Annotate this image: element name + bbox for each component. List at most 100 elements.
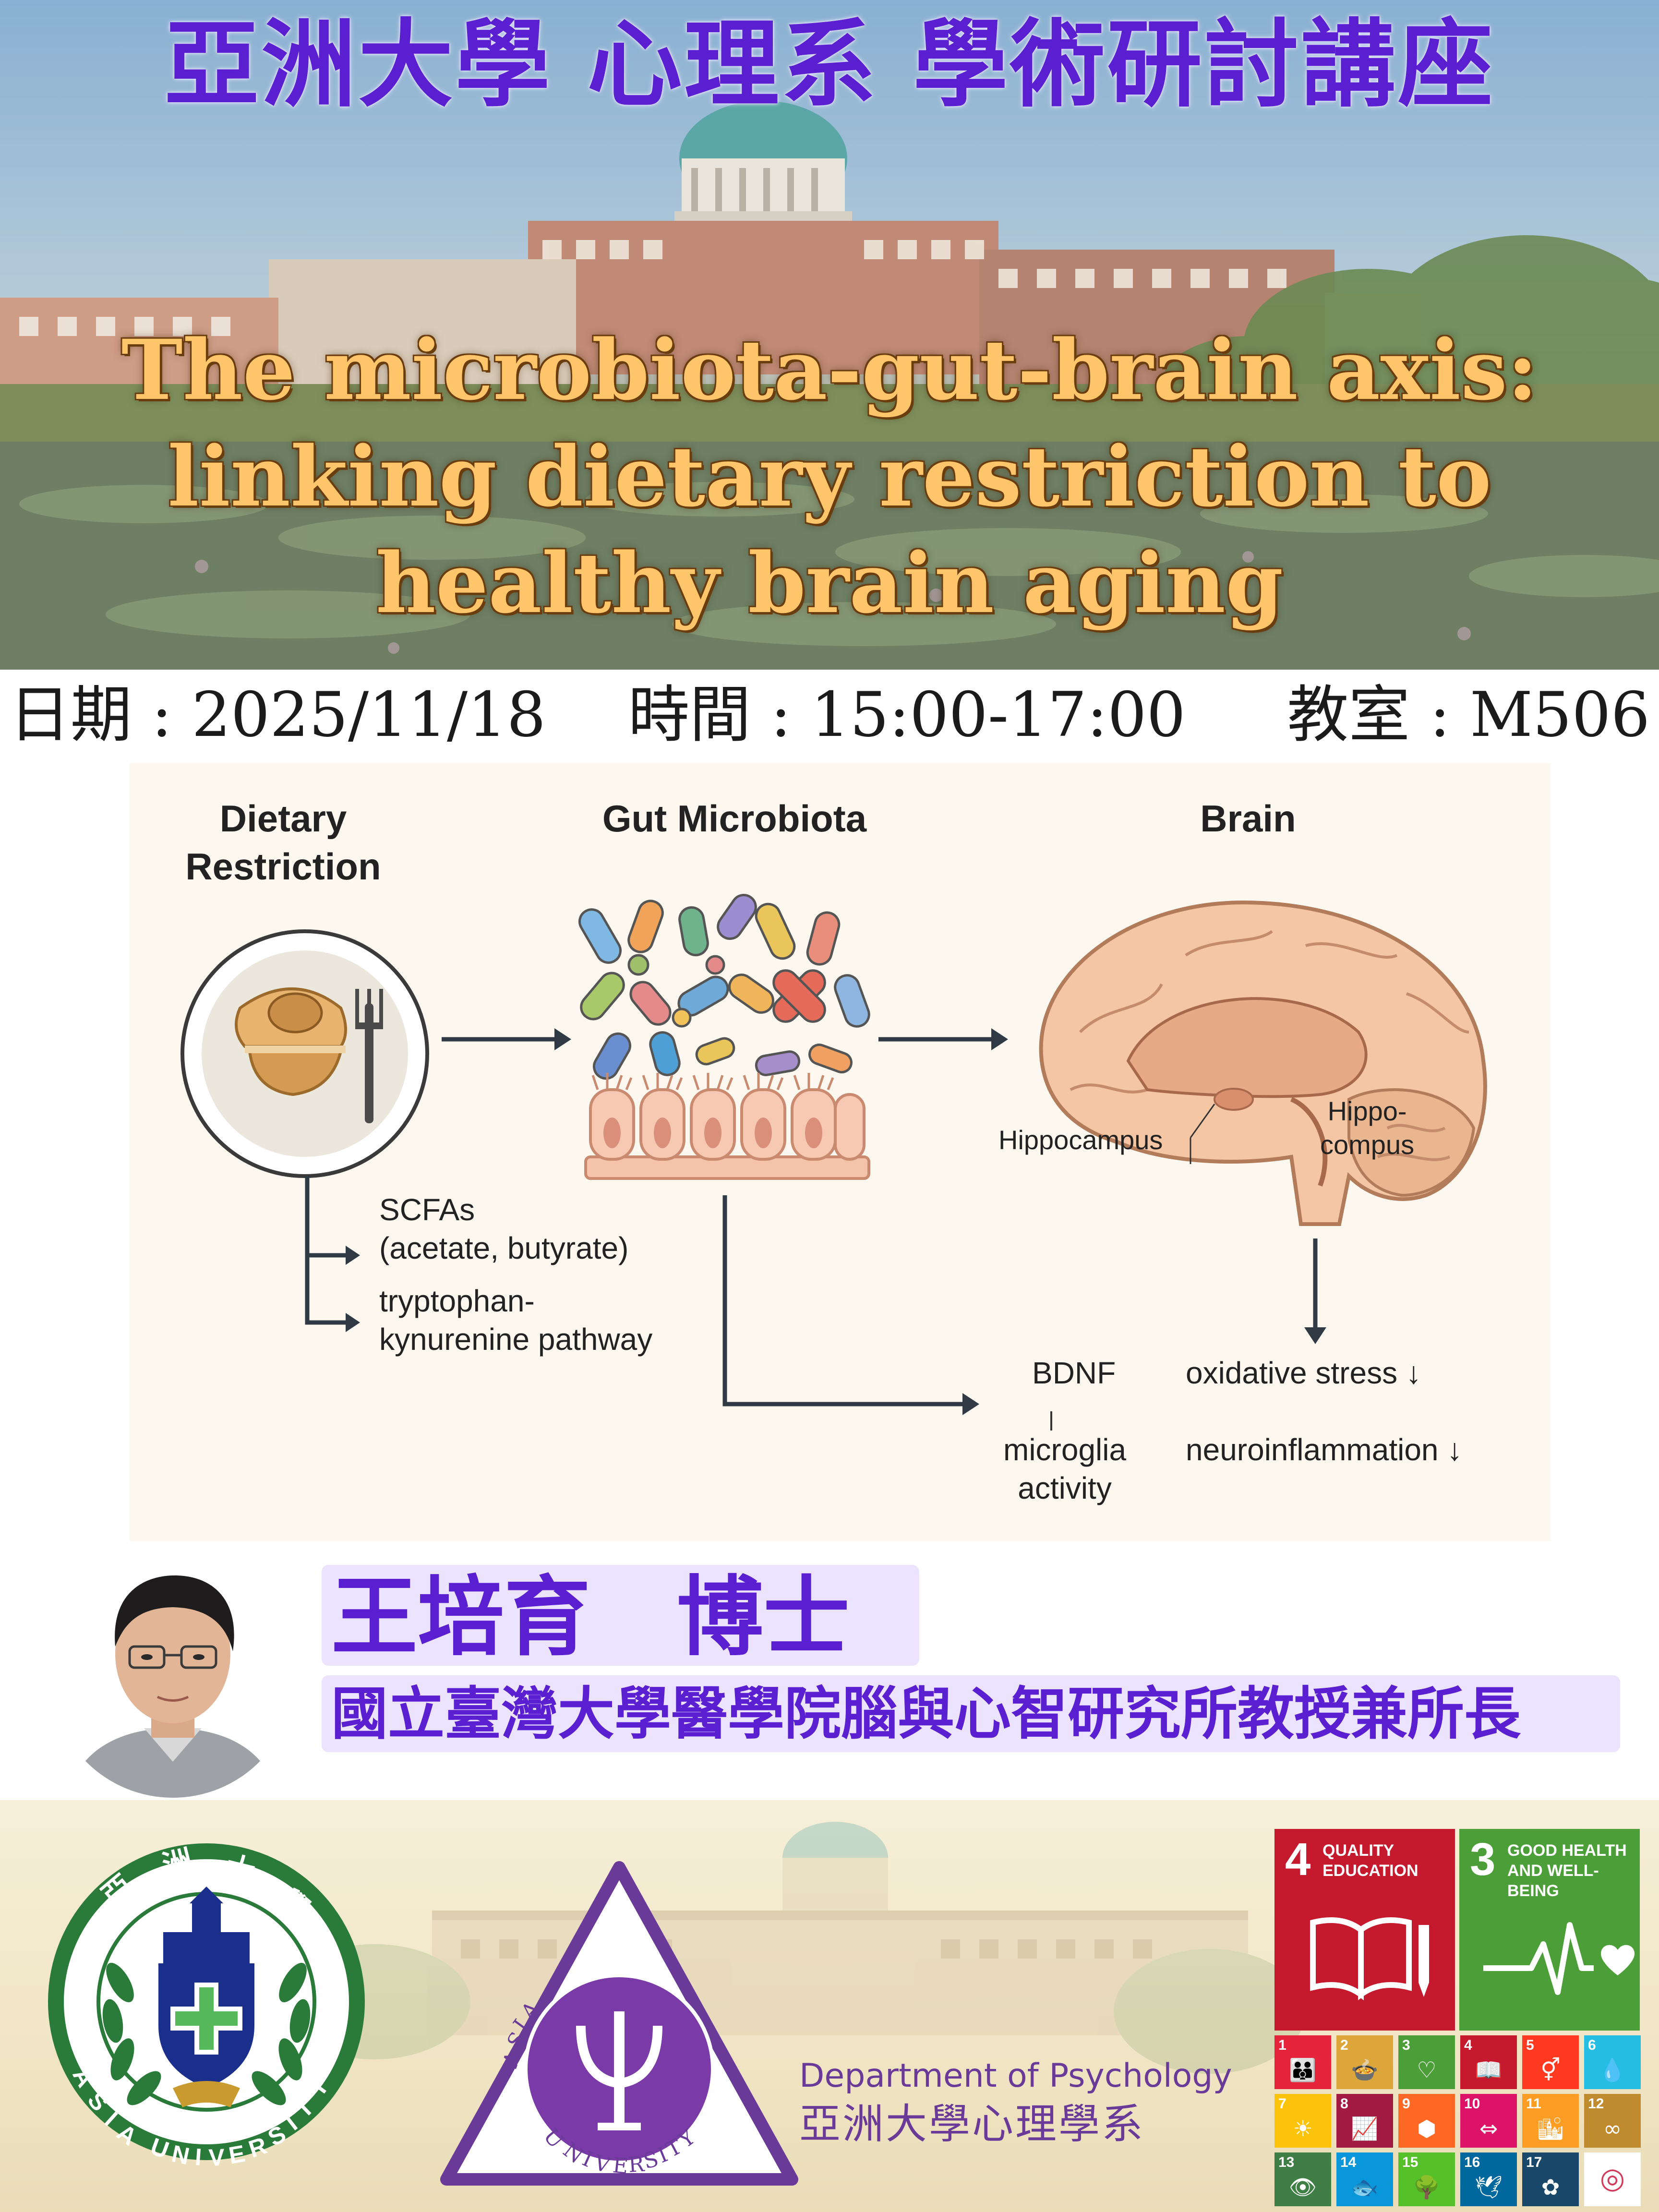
sdg-tile-icon: 💧 <box>1599 2057 1626 2083</box>
psych-logo-ring-letters: A S I A U N I V E R S I T Y <box>498 1996 700 2179</box>
sdg-tile-number: 3 <box>1402 2037 1410 2053</box>
sdg-tile-number: 12 <box>1588 2096 1604 2112</box>
talk-title: The microbiota-gut-brain axis: linking d… <box>48 317 1611 637</box>
sdg-tile-number: 16 <box>1464 2154 1480 2170</box>
sdg-tile-number: 4 <box>1464 2037 1472 2053</box>
sdg-tile-icon: 📈 <box>1351 2116 1379 2141</box>
poster-footer: 亞 洲 大 學 A S I A U N I V E R S I T Y <box>0 1800 1659 2212</box>
sdg-tile-number: 15 <box>1402 2154 1419 2170</box>
sdg-tile-7: 7☀ <box>1274 2094 1331 2148</box>
event-info: 日期 : 2025/11/18 時間 : 15:00-17:00 教室 : M5… <box>0 677 1659 754</box>
asia-university-seal <box>48 1843 365 2160</box>
sdg-tile-icon: ☀ <box>1293 2116 1313 2141</box>
room-label: 教室 : <box>1287 679 1451 751</box>
sdg-tile-3: 3♡ <box>1398 2035 1455 2089</box>
sdg-tile-icon: ♡ <box>1417 2057 1437 2083</box>
sdg-tile-number: 7 <box>1278 2096 1286 2112</box>
date-value: 2025/11/18 <box>192 679 546 751</box>
department-name-en: Department of Psychology <box>799 2057 1232 2095</box>
sdg-tile-icon: ∞ <box>1603 2116 1622 2141</box>
sdg-tile-2: 2🍲 <box>1336 2035 1393 2089</box>
sdg-tile-icon: 👁 <box>1288 2174 1317 2200</box>
campus-sketch-bg <box>278 1822 1306 2074</box>
room-value: M506 <box>1469 679 1650 751</box>
label-scfas: SCFAs (acetate, butyrate) <box>379 1192 629 1265</box>
label-hippocampus-left: Hippocampus <box>998 1125 1163 1155</box>
sdg-tile-4: 4📖 <box>1460 2035 1517 2089</box>
sdg-tile-8: 8📈 <box>1336 2094 1393 2148</box>
plate-icon <box>180 929 429 1178</box>
speaker-affiliation-highlight <box>322 1675 1620 1752</box>
sdg-panel: 4 QUALITY EDUCATION 3 GOOD HEALTH AND WE… <box>1274 1829 1642 2208</box>
sdg-tile-icon: ◎ <box>1599 2162 1625 2195</box>
sdg-tile-icon: 📖 <box>1475 2057 1503 2083</box>
department-name-zh: 亞洲大學心理學系 <box>799 2100 1145 2148</box>
sdg-goal-4-label: QUALITY EDUCATION <box>1322 1841 1419 1880</box>
sdg-tile-icon: 🏙 <box>1536 2116 1565 2141</box>
sdg-tile-number: 9 <box>1402 2096 1410 2112</box>
date-label: 日期 : <box>9 679 172 751</box>
label-oxidative-stress: oxidative stress ↓ <box>1186 1356 1421 1390</box>
sdg-tile-icon: 🕊 <box>1474 2174 1503 2200</box>
sdg-goal-3-number: 3 <box>1470 1834 1496 1885</box>
sdg-tile-icon: ⚥ <box>1540 2057 1561 2083</box>
label-gut-microbiota: Gut Microbiota <box>602 797 867 840</box>
label-microglia: microglia activity <box>1003 1432 1127 1505</box>
sdg-tile-10: 10⇔ <box>1460 2094 1517 2148</box>
label-hippocampus-right: Hippo- compus <box>1320 1096 1415 1160</box>
sdg-tile-17: 17 ✿ <box>1522 2152 1579 2206</box>
sdg-goal-3-label: GOOD HEALTH AND WELL-BEING <box>1507 1841 1627 1900</box>
arrow-heads <box>346 1028 1326 1415</box>
talk-title-line-1: The microbiota-gut-brain axis: <box>121 321 1538 419</box>
sdg-tile-14: 14🐟 <box>1336 2152 1393 2206</box>
sdg-tile-icon: ✿ <box>1541 2174 1560 2200</box>
psychology-department-logo <box>440 1861 798 2186</box>
book-pencil-icon <box>1310 1917 1429 2000</box>
speaker-photo <box>50 1553 295 1798</box>
speaker-section: 王培育 博士 國立臺灣大學醫學院腦與心智研究所教授兼所長 <box>0 1541 1659 1800</box>
label-tryptophan: tryptophan- kynurenine pathway <box>379 1284 653 1357</box>
sdg-tile-number: 17 <box>1526 2154 1542 2170</box>
sdg-tile-number: 1 <box>1278 2037 1286 2053</box>
sdg-tile-number: 13 <box>1278 2154 1295 2170</box>
footer-graphics: 亞 洲 大 學 A S I A U N I V E R S I T Y <box>48 1822 1306 2186</box>
brain-icon <box>1039 900 1487 1226</box>
sdg-tile-icon: 👪 <box>1289 2057 1317 2083</box>
sdg-wheel-tile: ◎ <box>1584 2152 1641 2206</box>
svg-text:E: E <box>612 2153 629 2179</box>
talk-title-line-3: healthy brain aging <box>375 534 1284 632</box>
sdg-tile-number: 5 <box>1526 2037 1534 2053</box>
svg-text:V: V <box>208 2144 225 2171</box>
speaker-name: 王培育 博士 <box>331 1567 850 1668</box>
sdg-tile-number: 14 <box>1340 2154 1357 2170</box>
poster-header: 亞洲大學 心理系 學術研討講座 The microbiota-gut-brain… <box>0 0 1659 670</box>
time-label: 時間 : <box>628 679 792 751</box>
sdg-tile-9: 9⬢ <box>1398 2094 1455 2148</box>
label-neuroinflammation: neuroinflammation ↓ <box>1186 1432 1463 1467</box>
time-value: 15:00-17:00 <box>810 679 1186 751</box>
gut-lining-icon <box>584 1073 870 1180</box>
sdg-tile-11: 11🏙 <box>1522 2094 1579 2148</box>
sdg-tile-13: 13 👁 <box>1274 2152 1331 2206</box>
sdg-goal-4-card: 4 QUALITY EDUCATION <box>1274 1829 1455 2031</box>
speaker-name-highlight <box>322 1565 919 1666</box>
sdg-tile-12: 12 ∞ <box>1584 2094 1641 2148</box>
sdg-tile-5: 5⚥ <box>1522 2035 1579 2089</box>
main-title-zh: 亞洲大學 心理系 學術研討講座 <box>164 9 1495 120</box>
talk-title-line-2: linking dietary restriction to <box>168 428 1491 525</box>
sdg-tile-icon: ⬢ <box>1417 2116 1437 2141</box>
sdg-tile-number: 6 <box>1588 2037 1596 2053</box>
gut-brain-diagram: Dietary Restriction Gut Microbiota Brain… <box>130 763 1551 1541</box>
sdg-tile-16: 16 🕊 <box>1460 2152 1517 2206</box>
sdg-tile-6: 6💧 <box>1584 2035 1641 2089</box>
sdg-tile-icon: 🍲 <box>1351 2057 1379 2083</box>
sdg-goal-4-number: 4 <box>1285 1834 1311 1885</box>
sdg-goal-3-card: 3 GOOD HEALTH AND WELL-BEING <box>1459 1829 1640 2031</box>
flow-arrows <box>305 1037 1318 1407</box>
svg-text:R: R <box>627 2152 646 2177</box>
sdg-tile-number: 10 <box>1464 2096 1480 2112</box>
sdg-tile-number: 8 <box>1340 2096 1348 2112</box>
sdg-tile-1: 1👪 <box>1274 2035 1331 2089</box>
heartbeat-icon <box>1483 1922 1635 1995</box>
